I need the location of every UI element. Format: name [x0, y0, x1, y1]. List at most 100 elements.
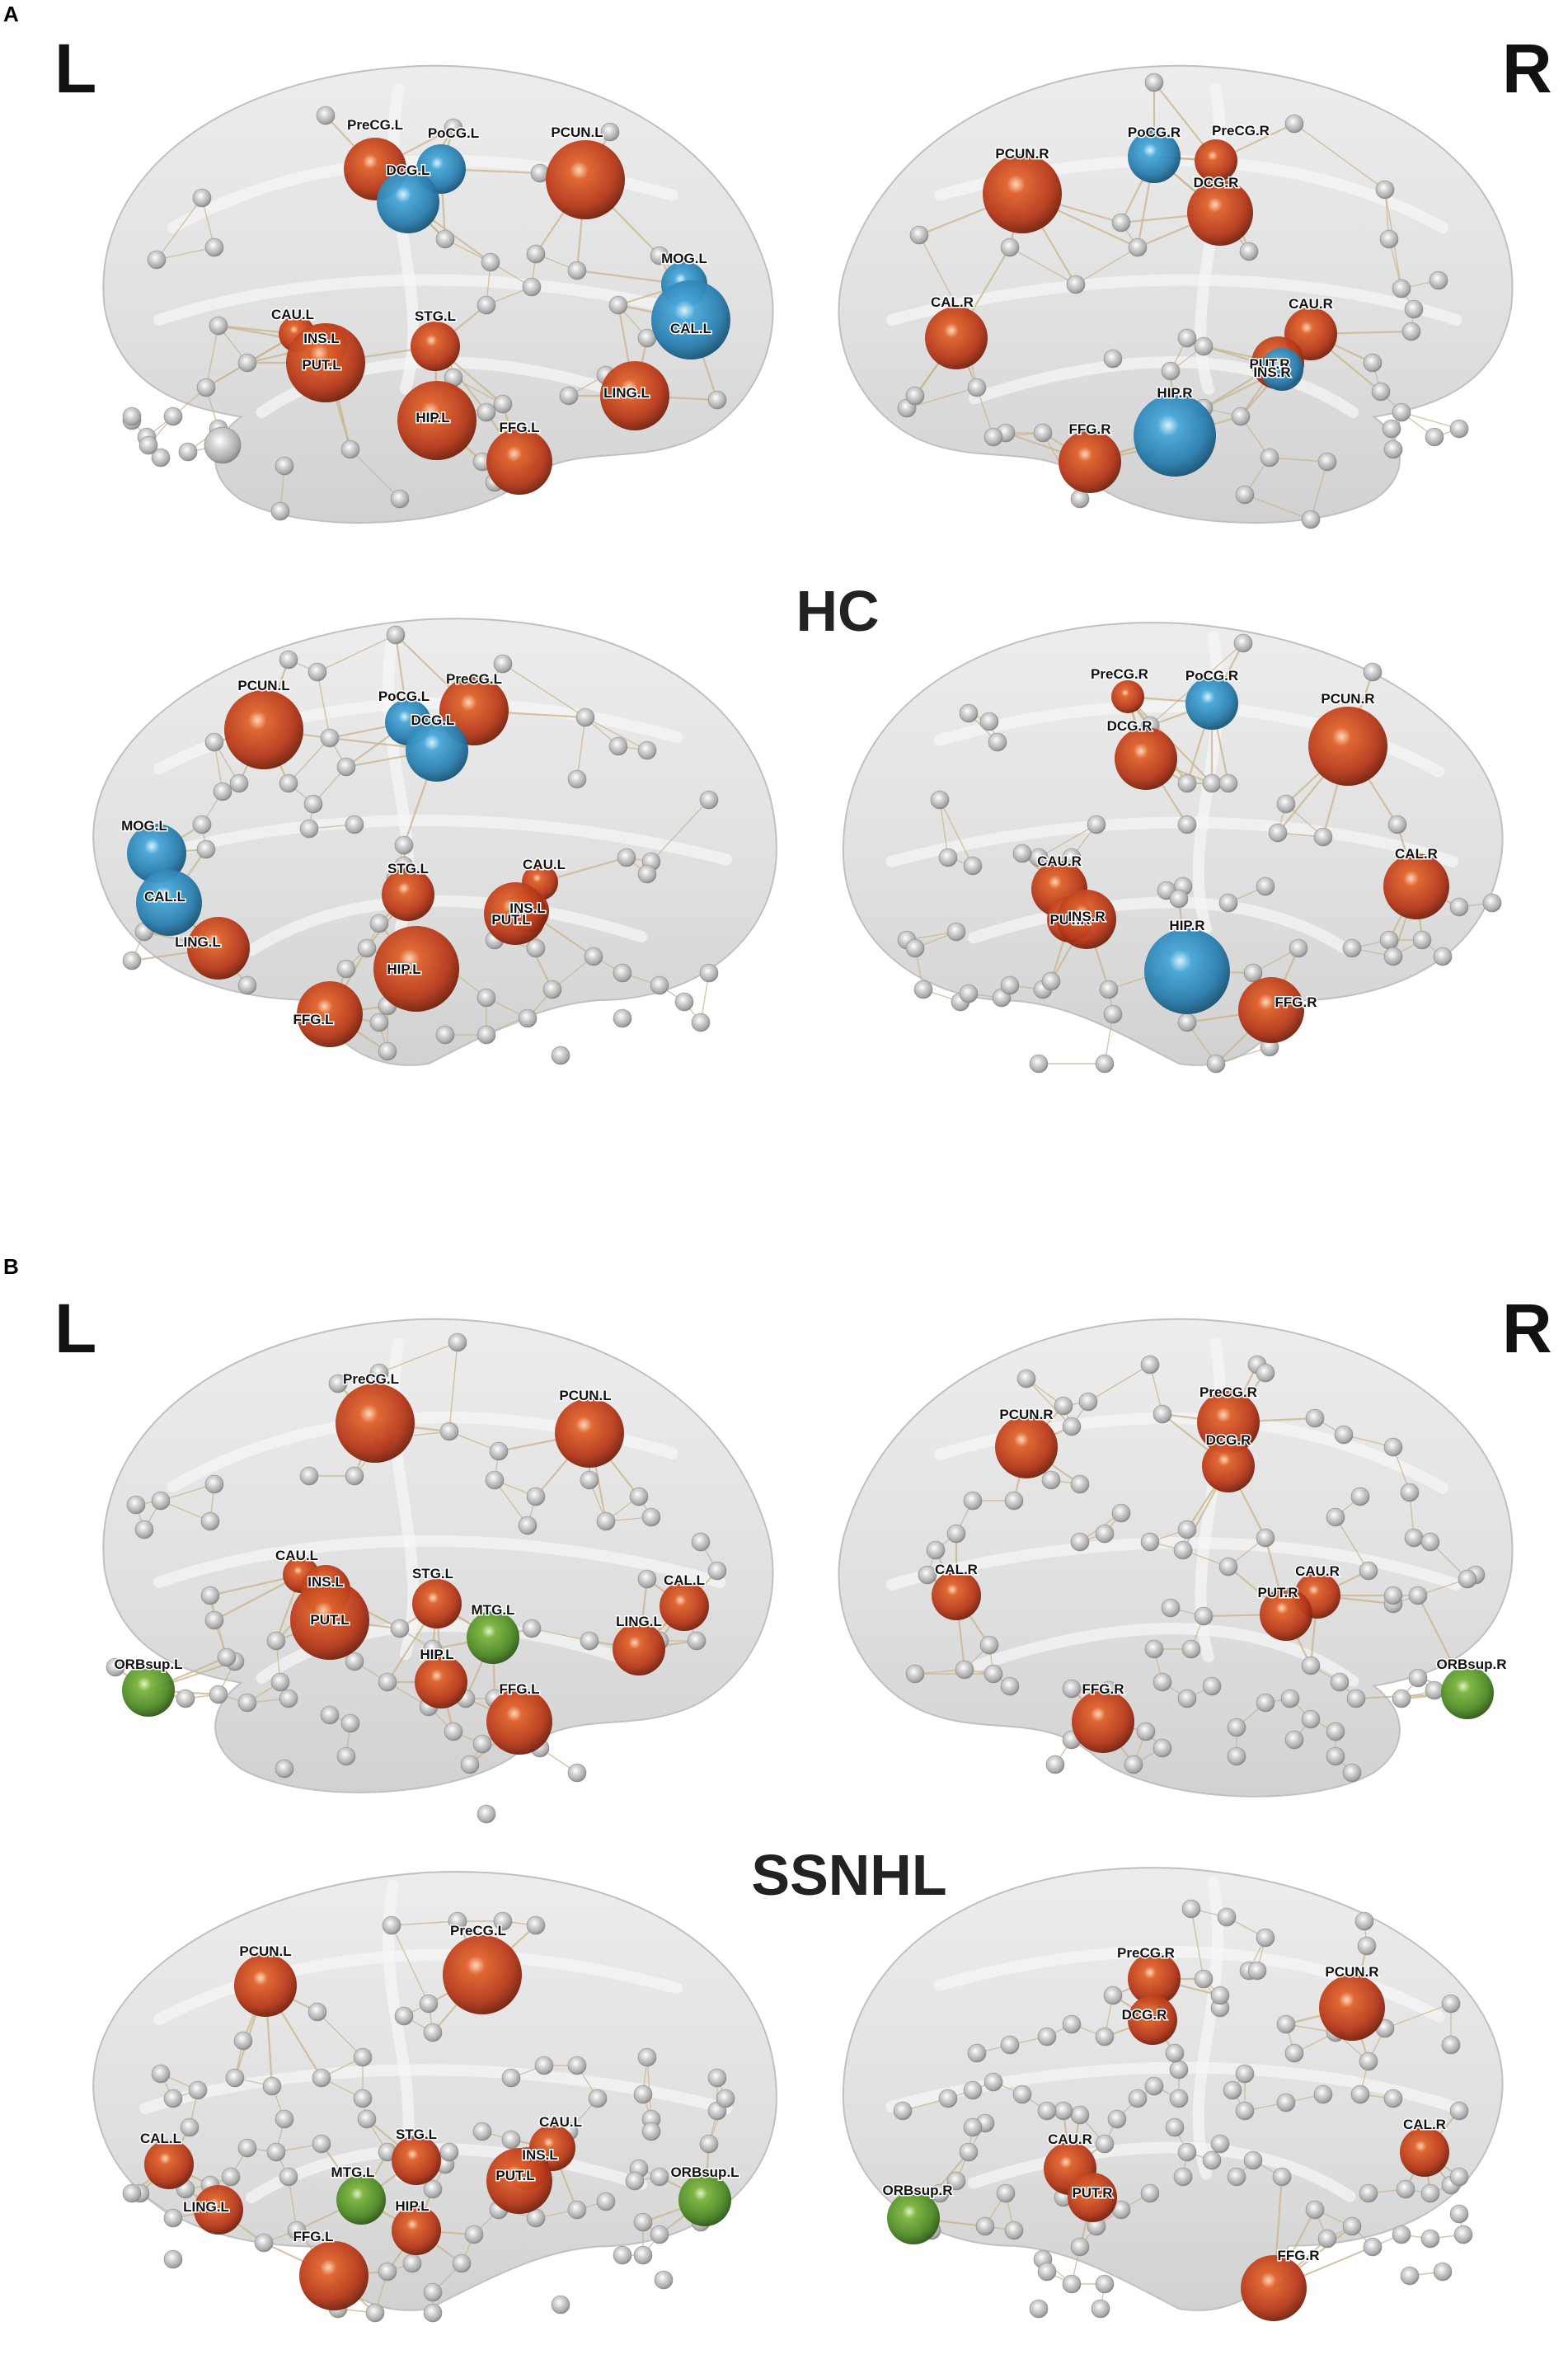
node-label: ORBsup.R [883, 2183, 953, 2198]
network-node [1173, 1540, 1193, 1560]
network-node [452, 2253, 472, 2273]
hub-node-cal-r [1400, 2127, 1449, 2177]
network-node [1095, 2274, 1115, 2294]
network-node [225, 2068, 245, 2088]
network-node [1425, 1680, 1444, 1700]
hub-node-pcun-l [546, 140, 625, 219]
node-label: PUT.R [1049, 912, 1090, 928]
network-node [650, 2225, 669, 2244]
network-node [687, 1631, 707, 1651]
network-node [303, 794, 323, 814]
network-node [938, 2089, 958, 2108]
network-node [1062, 2014, 1082, 2034]
network-node [1301, 1656, 1321, 1675]
network-node [1363, 353, 1383, 373]
network-node [567, 769, 587, 789]
network-node [1066, 275, 1086, 294]
network-node [979, 712, 999, 731]
network-node [501, 2130, 521, 2150]
network-node [716, 2089, 735, 2108]
hub-node-mog-l [127, 824, 186, 883]
network-node [1177, 773, 1197, 793]
network-edge [531, 1628, 590, 1642]
network-node [967, 378, 987, 397]
network-node [390, 1619, 410, 1638]
network-node [1400, 2266, 1420, 2286]
group-title-hc: HC [796, 579, 879, 643]
network-node [1095, 2027, 1115, 2047]
network-node [209, 1685, 228, 1704]
network-node [1379, 930, 1399, 950]
network-node [1103, 1986, 1123, 2005]
network-edge [378, 1342, 458, 1374]
network-node [472, 1734, 492, 1754]
node-label: PoCG.L [428, 125, 479, 141]
network-node [1433, 947, 1453, 966]
network-node [946, 922, 966, 942]
hemisphere-label-left: L [54, 30, 96, 107]
network-edge [494, 1479, 528, 1526]
network-node [1128, 2089, 1148, 2108]
node-label: LING.L [183, 2199, 229, 2215]
network-node [518, 1008, 538, 1028]
network-node [1095, 1524, 1115, 1544]
node-label: PUT.L [302, 357, 340, 373]
network-node [1342, 2216, 1362, 2236]
node-label: PoCG.R [1128, 125, 1181, 140]
network-node [1392, 402, 1411, 422]
hub-node-dcg-l [406, 719, 468, 782]
network-node [299, 1466, 319, 1486]
hub-node-put-l [484, 882, 547, 945]
hub-node-ling-l [194, 2185, 243, 2235]
network-node [984, 427, 1003, 447]
network-node [382, 1915, 401, 1935]
network-node [1379, 229, 1399, 249]
network-node [485, 1470, 505, 1490]
network-node [275, 2109, 294, 2129]
network-node [1354, 1911, 1374, 1931]
network-node [178, 442, 198, 462]
network-edge [391, 1920, 458, 1926]
network-node [477, 402, 496, 422]
network-node [1326, 1507, 1345, 1527]
network-node [1103, 1004, 1123, 1024]
hub-node-cal-l [651, 280, 730, 360]
hub-node-ffg-l [486, 429, 552, 495]
hub-node-precg-r [1111, 680, 1144, 713]
network-node [279, 1689, 298, 1708]
network-node [357, 2109, 377, 2129]
hub-node-ffg-r [1241, 2255, 1307, 2321]
node-label: CAU.R [1289, 296, 1333, 312]
hub-node-cal-r [1383, 853, 1449, 919]
node-label: DCG.L [387, 162, 430, 178]
node-label: CAL.L [664, 1572, 705, 1588]
network-node [444, 1722, 463, 1741]
network-node [1000, 237, 1020, 257]
hub-node-orbsup-l [122, 1664, 175, 1717]
network-node [1425, 427, 1444, 447]
network-node [617, 848, 636, 867]
network-node [134, 1520, 154, 1539]
network-node [448, 1911, 467, 1931]
node-label: PUT.R [1072, 2185, 1112, 2201]
network-node [390, 489, 410, 509]
hub-node-put-l [286, 323, 365, 402]
node-label: CAU.L [523, 857, 566, 872]
network-node [1153, 1672, 1172, 1692]
network-node [963, 1491, 983, 1511]
network-node [984, 2072, 1003, 2092]
node-label: CAU.R [1295, 1563, 1340, 1579]
network-node [1210, 2134, 1230, 2154]
network-node [913, 980, 933, 999]
hub-node-precg-l [443, 1935, 522, 2014]
network-node [551, 1046, 570, 1065]
network-node [336, 1746, 356, 1766]
network-node [237, 2138, 257, 2158]
hub-node-hip-r [1134, 394, 1216, 477]
network-node [1169, 889, 1189, 909]
node-label: FFG.R [1069, 421, 1111, 437]
network-node [707, 1561, 727, 1581]
network-node [151, 1491, 171, 1511]
network-node [1124, 1755, 1143, 1774]
